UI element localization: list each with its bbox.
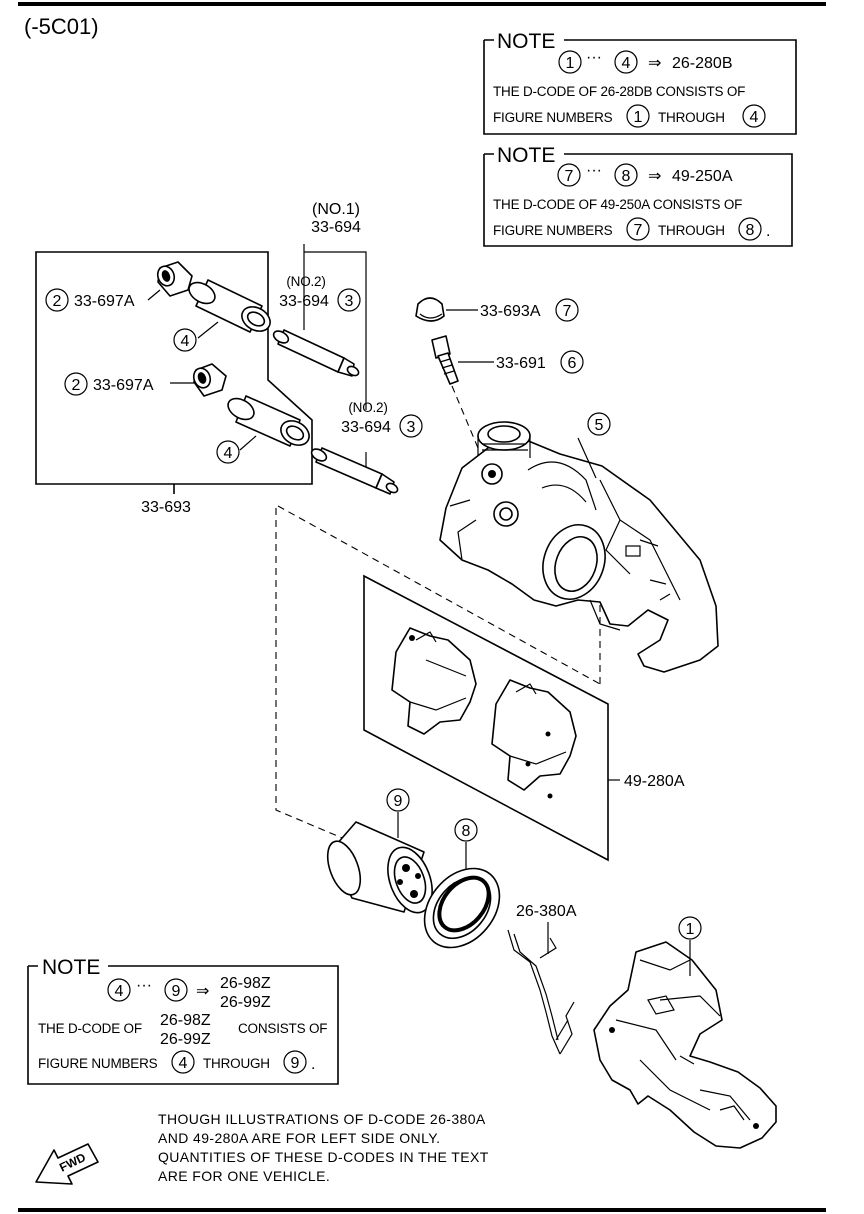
note-2-line1: THE D-CODE OF 49-250A CONSISTS OF: [493, 197, 742, 212]
svg-text:···: ···: [136, 977, 152, 994]
footnote-line-3: QUANTITIES OF THESE D-CODES IN THE TEXT: [158, 1149, 489, 1165]
fig-num-5: 5: [595, 417, 604, 434]
note-1-dcode: 26-280B: [672, 55, 733, 72]
note-box-1: NOTE 1 ··· 4 ⇒ 26-280B THE D-CODE OF 26-…: [483, 30, 797, 135]
label-no2-a: (NO.2): [286, 274, 325, 289]
bleeder-screw: [431, 335, 459, 385]
label-33-691: 33-691: [496, 355, 546, 372]
brake-pad-kit-49-280A: 49-280A: [363, 574, 685, 862]
note-1-to: 4: [622, 55, 631, 72]
note-3-line2: FIGURE NUMBERS: [38, 1056, 158, 1071]
note-3-arrow: ⇒: [196, 983, 209, 1000]
note-2-from: 7: [565, 168, 574, 185]
note-2-trailing: .: [766, 223, 770, 240]
slide-pin-upper: [272, 329, 360, 377]
note-2-fig-from: 7: [634, 222, 643, 239]
slide-pin-lower: [310, 447, 399, 495]
slide-pin-kit-33-693: 33-693 2 33-697A 4 2 33-697A: [35, 251, 313, 516]
note-2-arrow: ⇒: [648, 168, 661, 185]
label-26-380A: 26-380A: [516, 903, 577, 920]
note-2-through: THROUGH: [658, 223, 725, 238]
fig-num-4a: 4: [181, 333, 190, 350]
piston: [326, 821, 433, 914]
note-1-fig-from: 1: [634, 109, 643, 126]
model-code: (-5C01): [24, 14, 99, 39]
note-3-line1-dcode-b: 26-99Z: [160, 1031, 211, 1048]
fig-num-1: 1: [686, 921, 695, 938]
label-33-694-b: 33-694: [341, 419, 391, 436]
svg-text:···: ···: [586, 162, 602, 179]
note-3-dcode-b: 26-99Z: [220, 994, 271, 1011]
pin-boot-lower: [192, 363, 227, 397]
caliper-bracket: [593, 941, 777, 1149]
note-3-line1-prefix: THE D-CODE OF: [38, 1021, 142, 1036]
bleeder-cap: [415, 297, 445, 322]
pin-bushing-upper: [188, 279, 271, 333]
bleeder-parts: 33-693A 7 33-691 6: [415, 297, 584, 449]
label-33-697A-a: 33-697A: [74, 293, 135, 310]
fig-num-2a: 2: [53, 293, 62, 310]
note-3-line1-suffix: CONSISTS OF: [238, 1021, 327, 1036]
note-3-through: THROUGH: [203, 1056, 270, 1071]
label-33-694-top: 33-694: [311, 219, 361, 236]
note-2-dcode: 49-250A: [672, 168, 733, 185]
note-box-2: NOTE 7 ··· 8 ⇒ 49-250A THE D-CODE OF 49-…: [483, 144, 793, 247]
fig-num-2b: 2: [72, 377, 81, 394]
fig-num-9: 9: [394, 793, 403, 810]
note-2-title: NOTE: [497, 144, 555, 167]
footnote-line-4: ARE FOR ONE VEHICLE.: [158, 1168, 330, 1184]
note-1-line1: THE D-CODE OF 26-28DB CONSISTS OF: [493, 84, 745, 99]
note-1-line2: FIGURE NUMBERS: [493, 110, 613, 125]
assembly-guide: [275, 505, 601, 871]
note-1-arrow: ⇒: [648, 55, 661, 72]
fig-num-3b: 3: [407, 419, 416, 436]
pin-bushing-lower: [227, 395, 310, 447]
fig-num-7: 7: [563, 303, 572, 320]
footnote-line-1: THOUGH ILLUSTRATIONS OF D-CODE 26-380A: [158, 1111, 486, 1127]
fig-num-4b: 4: [224, 445, 233, 462]
fwd-arrow-icon: FWD: [35, 1143, 99, 1185]
brake-pad-2: [491, 679, 577, 799]
note-3-from: 4: [115, 983, 124, 1000]
note-3-trailing: .: [311, 1056, 315, 1073]
pin-boot-upper: [156, 261, 193, 297]
note-2-line2: FIGURE NUMBERS: [493, 223, 613, 238]
fig-num-3a: 3: [345, 293, 354, 310]
svg-text:···: ···: [586, 49, 602, 66]
fig-num-8: 8: [462, 823, 471, 840]
note-3-to: 9: [172, 983, 181, 1000]
label-no2-b: (NO.2): [348, 400, 387, 415]
note-3-dcode-a: 26-98Z: [220, 975, 271, 992]
note-2-fig-to: 8: [746, 222, 755, 239]
note-3-fig-from: 4: [179, 1055, 188, 1072]
label-33-693: 33-693: [141, 499, 191, 516]
note-3-title: NOTE: [42, 956, 100, 979]
label-49-280A: 49-280A: [624, 773, 685, 790]
caliper-body: [439, 421, 719, 673]
footnote: THOUGH ILLUSTRATIONS OF D-CODE 26-380A A…: [158, 1111, 489, 1184]
note-1-fig-to: 4: [750, 109, 759, 126]
label-33-697A-b: 33-697A: [93, 377, 154, 394]
label-33-694-a: 33-694: [279, 293, 329, 310]
slide-pins-33-694: (NO.1) 33-694 (NO.2) 33-694 3 (NO.2) 33-…: [272, 201, 423, 495]
note-1-from: 1: [566, 55, 575, 72]
fig-num-6: 6: [568, 355, 577, 372]
label-33-693A: 33-693A: [480, 303, 541, 320]
note-2-to: 8: [622, 168, 631, 185]
note-box-3: NOTE 4 ··· 9 ⇒ 26-98Z 26-99Z THE D-CODE …: [27, 956, 339, 1085]
brake-pad-1: [391, 627, 477, 735]
note-3-fig-to: 9: [291, 1055, 300, 1072]
note-1-through: THROUGH: [658, 110, 725, 125]
piston-seal: [423, 867, 501, 949]
footnote-line-2: AND 49-280A ARE FOR LEFT SIDE ONLY.: [158, 1130, 440, 1146]
anti-rattle-spring: [507, 929, 575, 1055]
note-1-title: NOTE: [497, 30, 555, 53]
note-3-line1-dcode-a: 26-98Z: [160, 1012, 211, 1029]
label-no1: (NO.1): [312, 201, 360, 218]
